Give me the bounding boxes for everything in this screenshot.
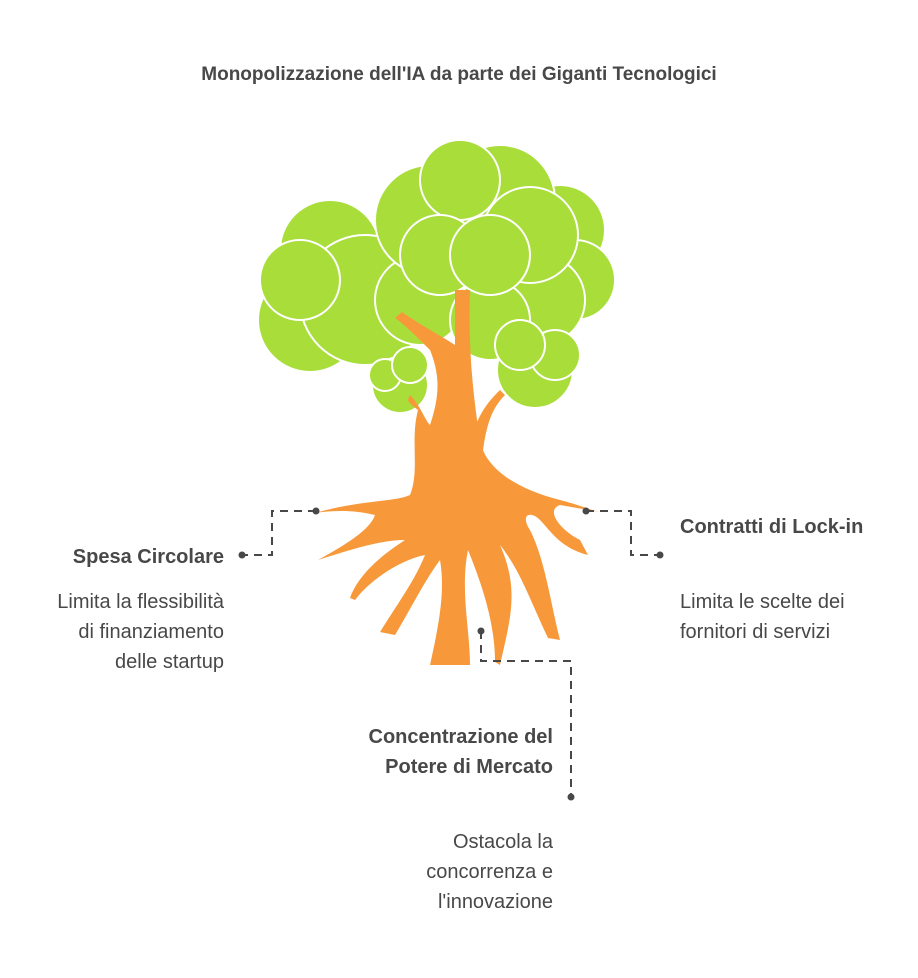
trunk-and-roots (315, 290, 600, 665)
diagram-title: Monopolizzazione dell'IA da parte dei Gi… (201, 64, 717, 85)
item-description-contratti-lock-in: Limita le scelte dei fornitori di serviz… (680, 591, 845, 643)
connector-spesa-circolare (242, 510, 316, 556)
foliage (257, 139, 616, 414)
item-description-spesa-circolare: Limita la flessibilità di finanziamento … (57, 591, 224, 673)
item-title-spesa-circolare: Spesa Circolare (72, 546, 224, 568)
item-description-concentrazione: Ostacola la concorrenza e l'innovazione (426, 831, 553, 913)
connector-contratti-lock-in (586, 510, 660, 556)
connector-dots (238, 507, 664, 801)
connectors (242, 510, 660, 797)
item-title-contratti-lock-in: Contratti di Lock-in (680, 516, 864, 538)
item-title-concentrazione: Concentrazione del Potere di Mercato (368, 726, 553, 778)
connector-concentrazione (480, 631, 572, 797)
